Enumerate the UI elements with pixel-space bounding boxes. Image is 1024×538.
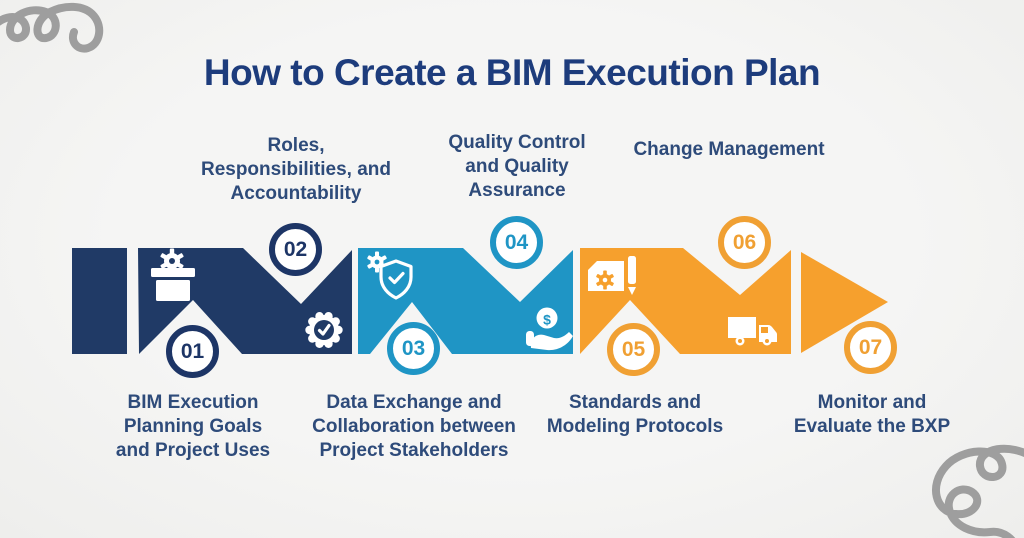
step-label-1: BIM Execution Planning Goals and Project… [115,392,271,461]
step-label-4: Quality Control and Quality Assurance [448,132,586,201]
step-label-3: Data Exchange and Collaboration between … [312,392,516,461]
step-number-badge-2: 02 [269,223,322,276]
shield-check-icon [367,251,413,300]
svg-text:$: $ [543,312,551,328]
step-label-6: Change Management [633,139,825,160]
page-title: How to Create a BIM Execution Plan [203,52,821,93]
step-band-lead-bar [72,248,127,354]
document-pencil-icon [588,256,636,295]
step-label-7: Monitor and Evaluate the BXP [793,392,951,437]
squiggle-decoration-bottom-right [932,444,1024,538]
step-number-badge-6: 06 [718,216,771,269]
step-label-2: Roles, Responsibilities, and Accountabil… [200,135,392,204]
badge-check-icon [305,312,343,348]
step-number-badge-3: 03 [387,322,440,375]
step-number-badge-1: 01 [166,325,219,378]
step-number-badge-5: 05 [607,323,660,376]
hand-dollar-icon: $ [526,307,573,351]
box-gear-icon [151,248,195,301]
step-label-5: Standards and Modeling Protocols [546,392,724,437]
truck-icon [728,317,777,346]
squiggle-decoration-top-left [0,2,104,53]
step-number-badge-7: 07 [844,321,897,374]
step-number-badge-4: 04 [490,216,543,269]
arrow-head-7 [801,252,888,353]
